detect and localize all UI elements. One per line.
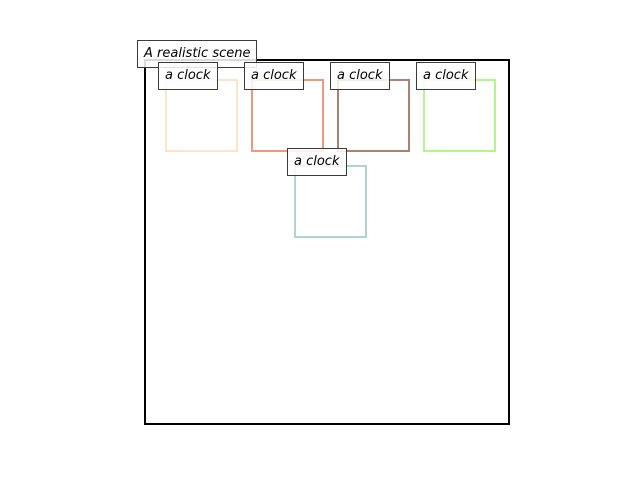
box-label: a clock [244, 62, 304, 90]
box-label: a clock [330, 62, 390, 90]
scene-frame [144, 59, 510, 425]
box-label: a clock [287, 148, 347, 176]
box-label: a clock [416, 62, 476, 90]
box-label: a clock [158, 62, 218, 90]
